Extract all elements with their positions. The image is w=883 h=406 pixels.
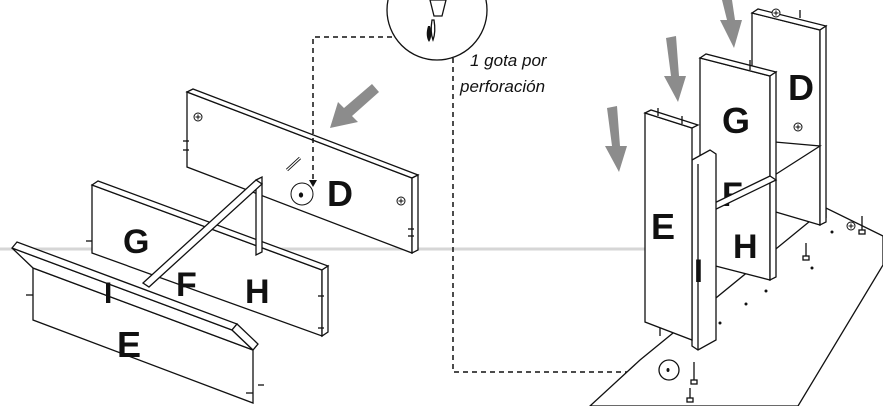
right-label-g: G [722,100,750,141]
push-arrow-icon [330,84,379,128]
right-assembly: D G F H I E [589,8,883,406]
left-label-d: D [327,173,353,214]
left-label-f: F [176,266,197,304]
left-assembly: D G F H I E [10,88,420,404]
dowel-icon [285,156,302,172]
caption-line-1: 1 gota por [470,51,548,70]
right-label-i: I [694,253,703,289]
left-label-g: G [123,223,149,261]
right-panel-i [691,149,717,351]
caption-line-2: perforación [459,77,545,96]
glue-leader-lines [312,36,652,373]
left-divider [141,175,264,288]
glue-callout [386,0,488,61]
left-label-h: H [245,273,270,311]
leader-arrowhead [309,180,317,187]
right-label-h: H [733,228,758,266]
screw-icon [686,216,866,403]
glue-bottle-icon [386,0,488,61]
left-panel-d [183,88,420,255]
push-arrow-icon [605,0,742,172]
right-panel-e [643,108,700,341]
right-label-e: E [651,206,675,247]
left-panel-e [10,241,264,404]
right-panel-g [698,53,803,282]
right-base-board [589,207,883,406]
left-label-i: I [104,277,112,310]
left-label-e: E [117,324,141,365]
right-label-d: D [788,67,814,108]
